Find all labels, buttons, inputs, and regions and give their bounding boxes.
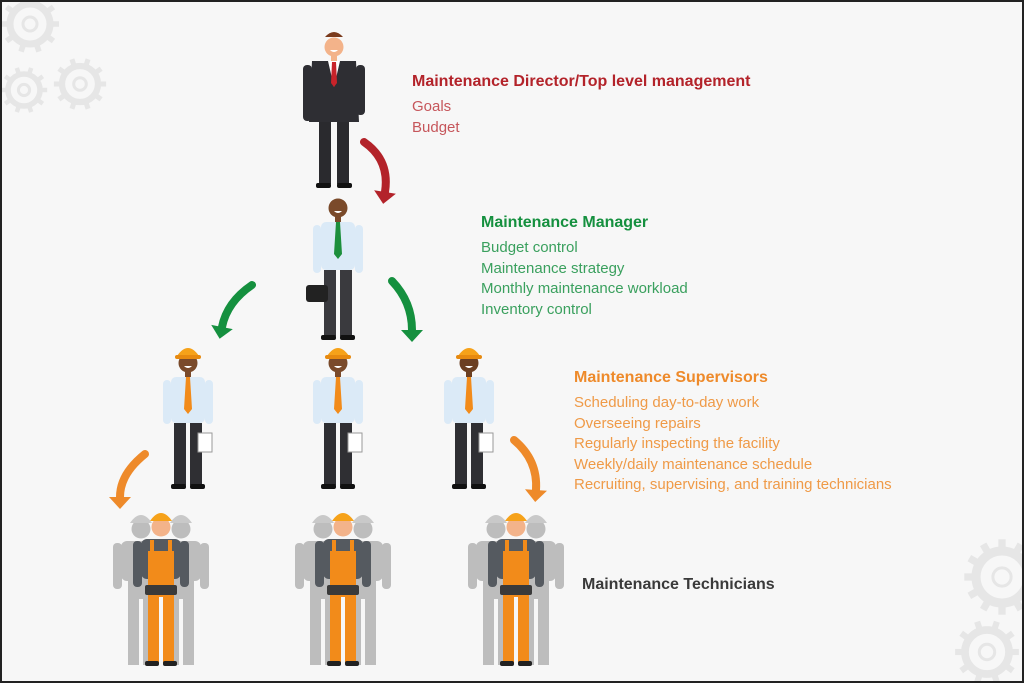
briefcase-icon [306, 285, 328, 302]
director-figure [303, 32, 365, 188]
manager-title: Maintenance Manager [481, 214, 649, 231]
arrow-icon [510, 436, 541, 494]
manager-item: Inventory control [481, 300, 592, 318]
supervisor-figure [163, 348, 213, 489]
gear-icon [955, 620, 1019, 681]
arrow-icon [388, 277, 416, 334]
arrowhead-icon [401, 330, 423, 342]
arrow-icon [218, 281, 256, 331]
gear-icon [2, 67, 48, 113]
supervisors-block: Maintenance Supervisors Scheduling day-t… [574, 369, 892, 496]
arrow-icon [116, 450, 149, 501]
director-item: Budget [412, 118, 460, 136]
clipboard-icon [478, 432, 494, 453]
manager-figure [306, 198, 363, 340]
gear-icon [964, 539, 1022, 615]
arrowhead-icon [374, 190, 396, 204]
technicians-title: Maintenance Technicians [582, 576, 775, 593]
manager-item: Maintenance strategy [481, 259, 625, 277]
supervisors-title: Maintenance Supervisors [574, 369, 768, 386]
arrowhead-icon [109, 497, 131, 509]
clipboard-icon [197, 432, 213, 453]
director-block: Maintenance Director/Top level managemen… [412, 73, 750, 138]
supervisor-figure [444, 348, 494, 489]
supervisors-item: Regularly inspecting the facility [574, 435, 780, 452]
technician-group [295, 513, 391, 666]
technicians-block: Maintenance Technicians [582, 576, 775, 600]
tool-belt-icon [327, 585, 359, 595]
supervisors-item: Recruiting, supervising, and training te… [574, 476, 892, 493]
director-title: Maintenance Director/Top level managemen… [412, 73, 751, 90]
gear-icon [2, 2, 59, 53]
manager-item: Budget control [481, 239, 578, 256]
technician-group [468, 513, 564, 666]
supervisor-figure [313, 348, 363, 489]
manager-item: Monthly maintenance workload [481, 280, 688, 297]
arrowhead-icon [211, 324, 233, 339]
clipboard-icon [347, 432, 363, 453]
supervisors-item: Overseeing repairs [574, 414, 701, 432]
supervisors-item: Weekly/daily maintenance schedule [574, 455, 813, 473]
manager-block: Maintenance Manager Budget control Maint… [481, 214, 688, 320]
tool-belt-icon [145, 585, 177, 595]
gear-icon [53, 58, 107, 110]
arrow-icon [360, 138, 390, 196]
technician-group [113, 513, 209, 666]
tool-belt-icon [500, 585, 532, 595]
director-item: Goals [412, 98, 452, 115]
arrowhead-icon [525, 489, 547, 502]
supervisors-item: Scheduling day-to-day work [574, 394, 760, 411]
